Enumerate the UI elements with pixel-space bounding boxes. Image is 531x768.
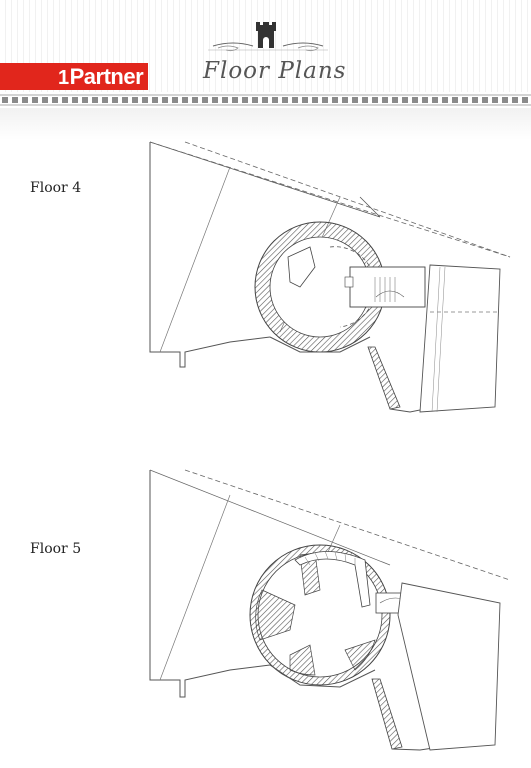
brand-bar bbox=[0, 63, 148, 90]
floor-plan-4 bbox=[149, 141, 511, 413]
ornament-flourish bbox=[208, 42, 328, 52]
floor-label-5: Floor 5 bbox=[30, 541, 82, 557]
floor-plan-5 bbox=[149, 469, 511, 751]
castle-icon bbox=[256, 22, 276, 48]
brand-logo[interactable]: 1Partner bbox=[58, 64, 144, 89]
floor-label-4: Floor 4 bbox=[30, 180, 82, 196]
page-title: Floor Plans bbox=[203, 58, 347, 84]
decorative-border bbox=[0, 92, 531, 108]
